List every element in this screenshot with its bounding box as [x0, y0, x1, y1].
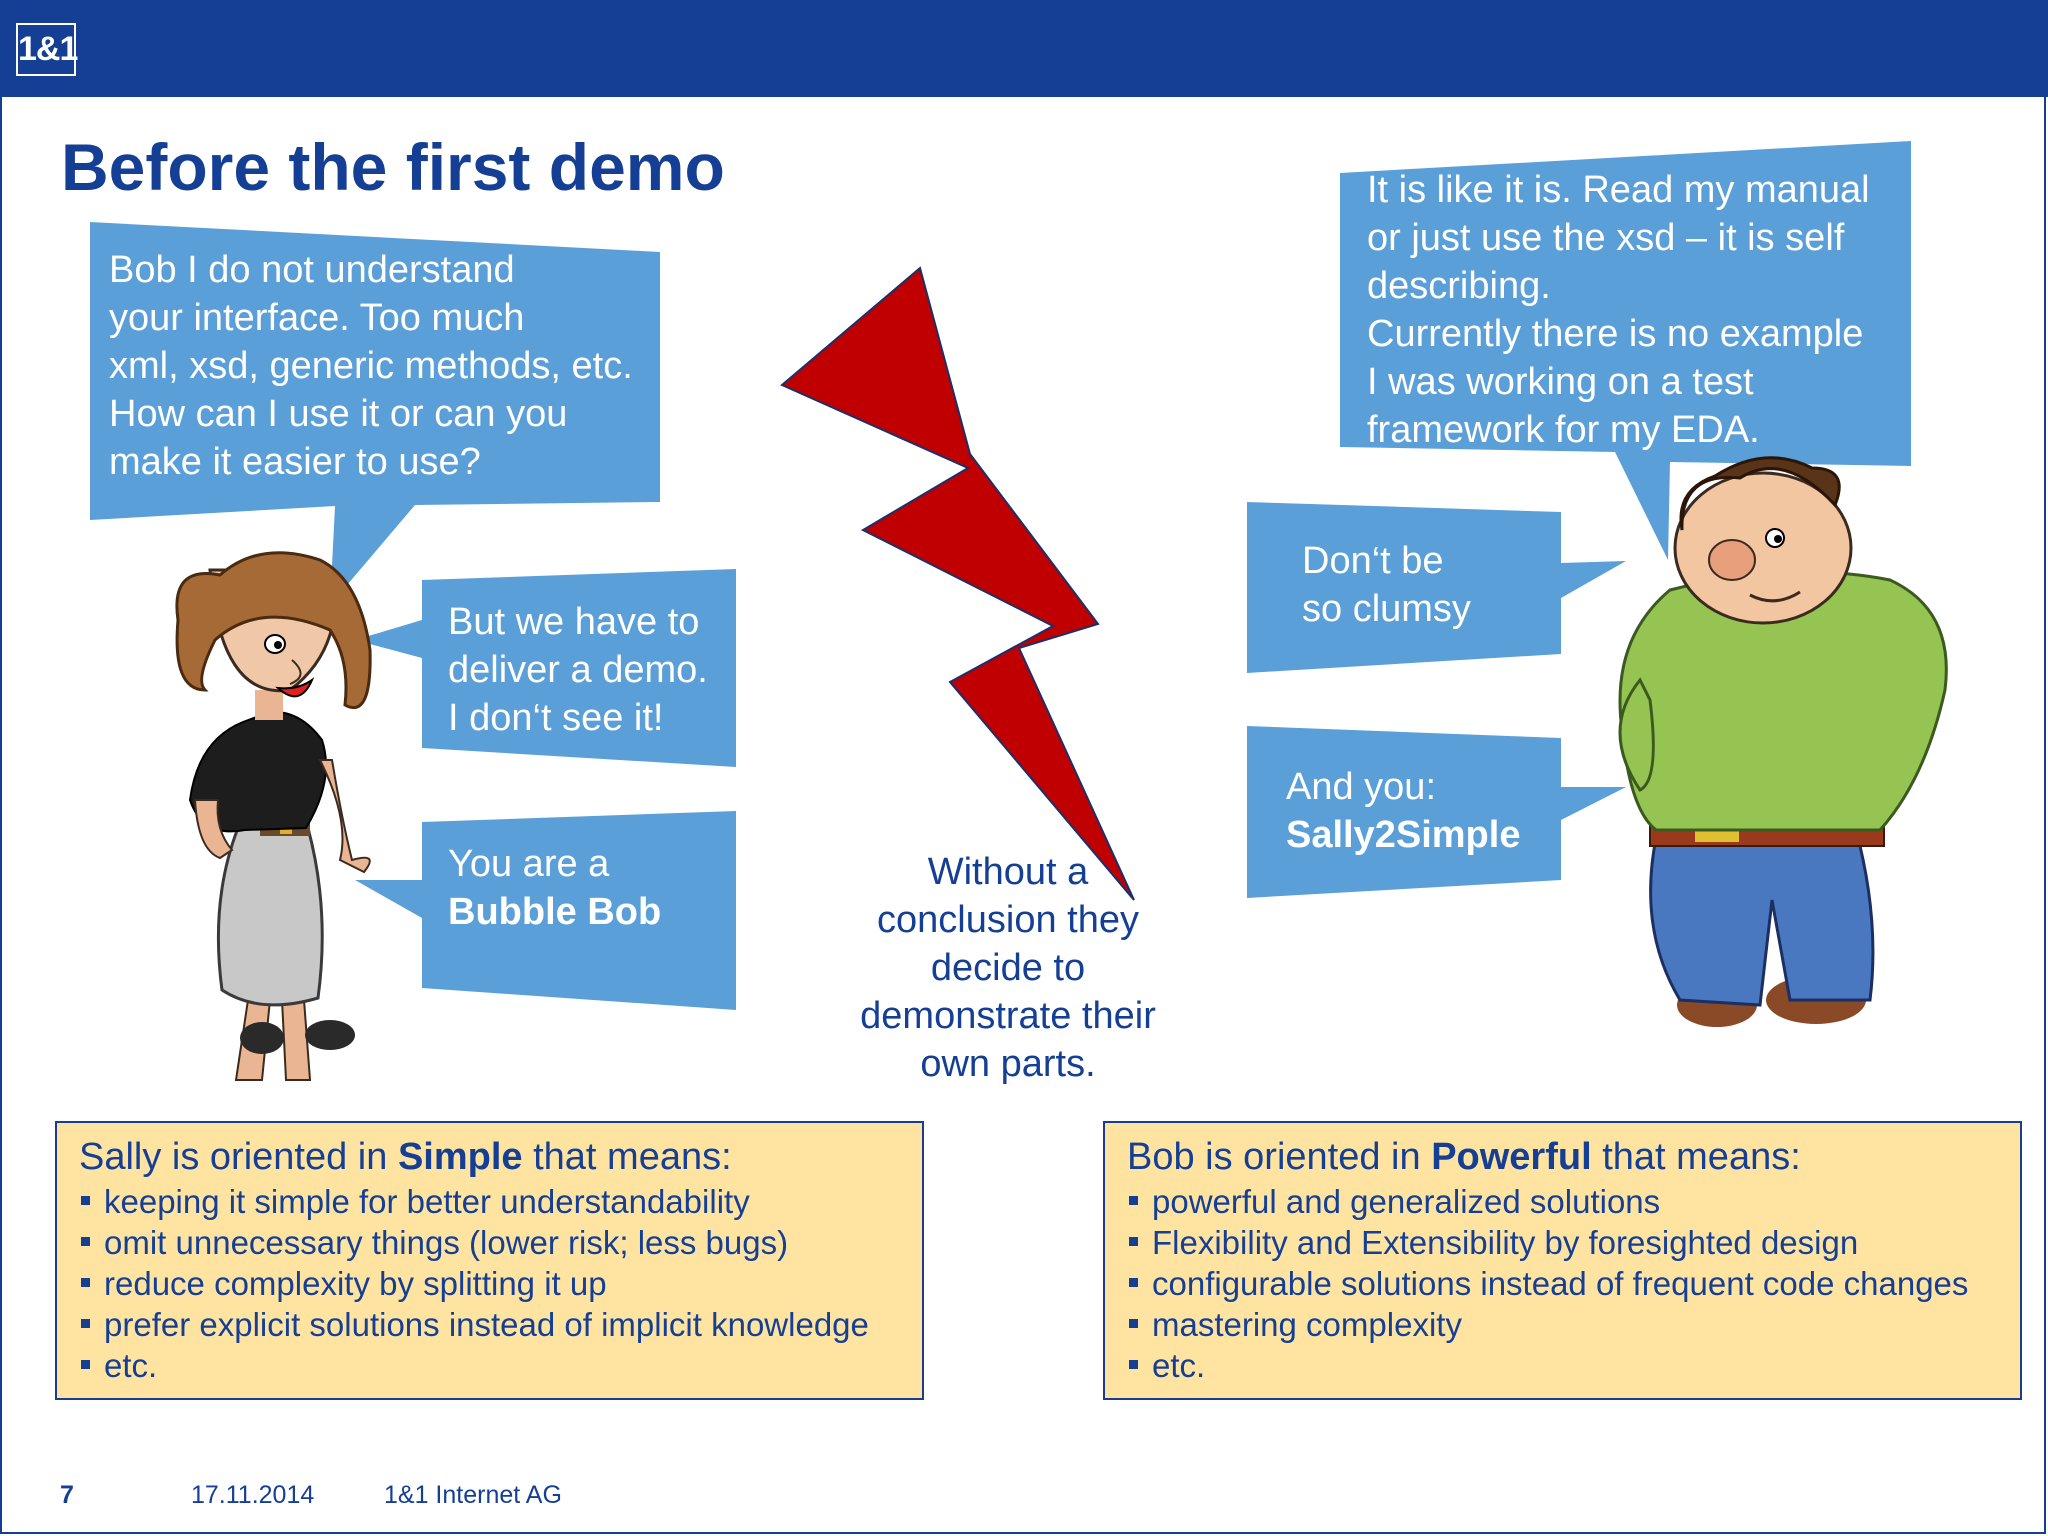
bubble-text-line: make it easier to use? — [109, 441, 481, 483]
heading-suffix: that means: — [1591, 1136, 1801, 1178]
conclusion-text: Without a conclusion they decide to demo… — [833, 848, 1183, 1088]
list-item: configurable solutions instead of freque… — [1127, 1263, 2020, 1304]
bubble-text-line: Currently there is no example — [1367, 313, 1864, 355]
bubble-shape-sally-demo — [355, 569, 736, 767]
speech-bubble-sally-question: Bob I do not understand your interface. … — [109, 246, 633, 486]
brand-logo: 1&1 — [16, 23, 78, 76]
bubble-text-line: your interface. Too much — [109, 297, 525, 339]
footer-date: 17.11.2014 — [191, 1481, 315, 1509]
bob-powerful-box: Bob is oriented in Powerful that means: … — [1103, 1121, 2022, 1400]
heading-keyword: Powerful — [1431, 1136, 1592, 1178]
list-item: etc. — [79, 1345, 922, 1386]
speech-bubble-sally-demo: But we have to deliver a demo. I don‘t s… — [448, 598, 708, 742]
heading-keyword: Simple — [397, 1136, 523, 1178]
list-item: Flexibility and Extensibility by foresig… — [1127, 1222, 2020, 1263]
bubble-shape-sally-bubble-bob — [355, 811, 736, 1010]
bubble-text-line: xml, xsd, generic methods, etc. — [109, 345, 633, 387]
bubble-text-line: Don‘t be — [1302, 540, 1444, 582]
bob-character-illustration — [1618, 456, 1948, 1027]
footer-company: 1&1 Internet AG — [384, 1481, 562, 1509]
conclusion-line: own parts. — [920, 1043, 1096, 1085]
heading-suffix: that means: — [522, 1136, 732, 1178]
sally-character-illustration — [175, 551, 372, 1081]
bubble-text-bold: Sally2Simple — [1286, 814, 1521, 856]
bubble-text-line: How can I use it or can you — [109, 393, 568, 435]
bubble-text-bold: Bubble Bob — [448, 891, 662, 933]
list-item: powerful and generalized solutions — [1127, 1181, 2020, 1222]
bubble-text-line: or just use the xsd – it is self — [1367, 217, 1845, 259]
sally-simple-box: Sally is oriented in Simple that means: … — [55, 1121, 924, 1400]
bubble-shape-sally-question — [90, 222, 660, 605]
speech-bubble-bob-sally2simple: And you: Sally2Simple — [1286, 763, 1520, 859]
bubble-shape-bob-manual — [1340, 141, 1911, 560]
sally-box-list: keeping it simple for better understanda… — [79, 1181, 922, 1386]
list-item: etc. — [1127, 1345, 2020, 1386]
bob-box-heading: Bob is oriented in Powerful that means: — [1127, 1133, 2020, 1181]
page-title: Before the first demo — [61, 130, 725, 204]
bubble-text-line: Bob I do not understand — [109, 249, 515, 291]
bob-box-list: powerful and generalized solutions Flexi… — [1127, 1181, 2020, 1386]
bubble-shape-bob-clumsy — [1247, 502, 1626, 673]
bubble-text-line: so clumsy — [1302, 588, 1471, 630]
conclusion-line: conclusion they — [877, 899, 1139, 941]
bubble-text-line: But we have to — [448, 601, 700, 643]
header-bar: 1&1 — [0, 0, 2048, 97]
list-item: prefer explicit solutions instead of imp… — [79, 1304, 922, 1345]
lightning-bolt-icon — [780, 266, 1135, 901]
bubble-text-line: You are a — [448, 843, 610, 885]
list-item: omit unnecessary things (lower risk; les… — [79, 1222, 922, 1263]
conclusion-line: decide to — [930, 947, 1086, 989]
list-item: keeping it simple for better understanda… — [79, 1181, 922, 1222]
bubble-text-line: I don‘t see it! — [448, 697, 664, 739]
bubble-text-line: framework for my EDA. — [1367, 409, 1760, 451]
conclusion-line: Without a — [927, 851, 1089, 893]
heading-prefix: Sally is oriented in — [79, 1136, 398, 1178]
bubble-text-line: And you: — [1286, 766, 1436, 808]
conclusion-line: demonstrate their — [860, 995, 1156, 1037]
speech-bubble-bob-manual: It is like it is. Read my manual or just… — [1367, 166, 1870, 454]
heading-prefix: Bob is oriented in — [1127, 1136, 1432, 1178]
bubble-text-line: I was working on a test — [1367, 361, 1754, 403]
bubble-text-line: describing. — [1367, 265, 1551, 307]
bubble-text-line: deliver a demo. — [448, 649, 708, 691]
speech-bubble-sally-bubble-bob: You are a Bubble Bob — [448, 840, 661, 936]
list-item: reduce complexity by splitting it up — [79, 1263, 922, 1304]
bubble-shape-bob-sally2simple — [1247, 726, 1626, 898]
sally-box-heading: Sally is oriented in Simple that means: — [79, 1133, 922, 1181]
list-item: mastering complexity — [1127, 1304, 2020, 1345]
speech-bubble-bob-clumsy: Don‘t be so clumsy — [1302, 537, 1471, 633]
page-number: 7 — [60, 1481, 74, 1509]
bubble-text-line: It is like it is. Read my manual — [1367, 169, 1870, 211]
